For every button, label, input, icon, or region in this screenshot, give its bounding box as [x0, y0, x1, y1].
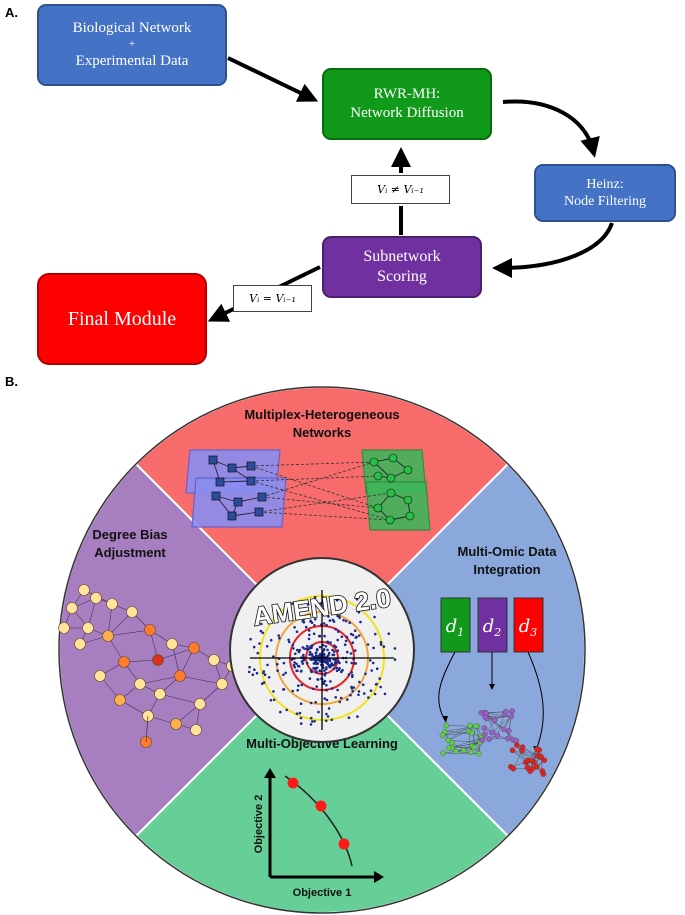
panel-a-arrows [207, 56, 614, 322]
pareto-plot-illustration: Objective 1 Objective 2 [253, 768, 384, 899]
scoring-box-line1: Subnetwork [363, 248, 441, 265]
data-box-d1 [440, 597, 471, 653]
arrow-input-to-diffusion [227, 56, 319, 102]
input-data-box: Biological Network + Experimental Data [37, 4, 227, 86]
input-box-line1: Biological Network [72, 20, 192, 37]
input-box-line3: Experimental Data [75, 52, 189, 69]
data-label-d1: d1 [446, 616, 465, 639]
arrow-filter-to-scoring [492, 222, 614, 278]
data-box-d3 [513, 597, 544, 653]
multi-omic-illustration: d1 d2 d3 [438, 597, 548, 777]
data-label-d2: d2 [483, 616, 502, 639]
diffusion-box-line1: RWR-MH: [373, 86, 441, 103]
panel-b-label: B. [5, 374, 18, 389]
input-box-plus: + [128, 38, 136, 51]
degree-bias-network-illustration [58, 584, 238, 748]
top-section-line2: Networks [293, 425, 352, 440]
filter-box: Heinz: Node Filtering [534, 164, 676, 222]
final-module-box: Final Module [37, 273, 207, 365]
data-label-d3: d3 [519, 616, 538, 639]
scoring-box: Subnetwork Scoring [322, 236, 482, 298]
filter-box-line1: Heinz: [586, 176, 624, 192]
diffusion-box: RWR-MH: Network Diffusion [322, 68, 492, 140]
multiplex-network-illustration [185, 449, 431, 531]
panel-a-label: A. [5, 5, 18, 20]
right-section-line2: Integration [473, 562, 540, 577]
filter-box-line2: Node Filtering [563, 194, 647, 209]
right-section-line1: Multi-Omic Data [458, 544, 558, 559]
final-module-label: Final Module [67, 307, 177, 330]
condition-equal: Vᵢ = Vᵢ₋₁ [233, 285, 312, 312]
condition-not-equal: Vᵢ ≠ Vᵢ₋₁ [351, 175, 450, 204]
top-section-line1: Multiplex-Heterogeneous [244, 407, 399, 422]
pareto-x-label: Objective 1 [293, 887, 352, 899]
left-section-line1: Degree Bias [92, 527, 167, 542]
bottom-section-title: Multi-Objective Learning [246, 736, 398, 751]
diffusion-box-line2: Network Diffusion [350, 105, 464, 121]
data-box-d2 [477, 597, 508, 653]
center-scatter-illustration [247, 590, 397, 730]
left-section-line2: Adjustment [94, 545, 166, 560]
scoring-box-line2: Scoring [377, 268, 427, 285]
pareto-y-label: Objective 2 [253, 795, 265, 854]
arrow-diffusion-to-filter [502, 99, 600, 158]
